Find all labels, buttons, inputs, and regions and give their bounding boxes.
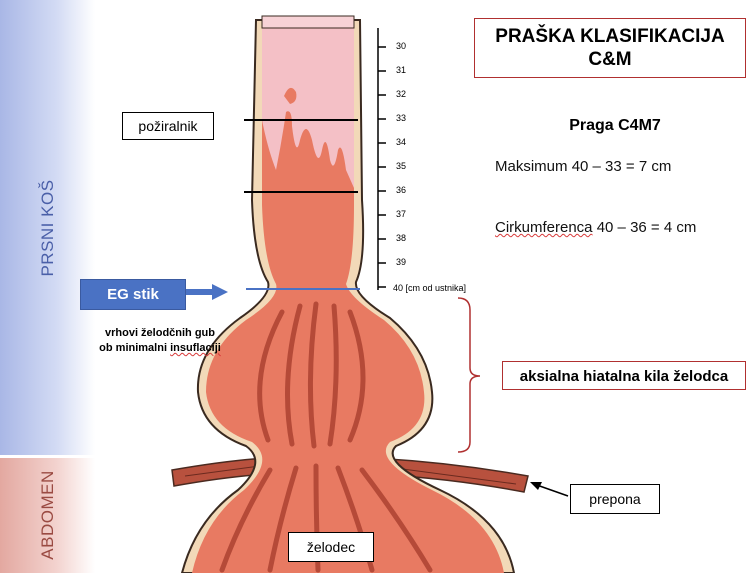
scale-tick-label: 33 xyxy=(396,113,406,123)
title-line-2: C&M xyxy=(475,48,745,71)
scale-tick-label: 31 xyxy=(396,65,406,75)
scale-tick-label: 37 xyxy=(396,209,406,219)
diaphragm-arrow xyxy=(530,482,568,496)
scale-tick-label: 32 xyxy=(396,89,406,99)
circumference-value: 40 – 36 = 4 cm xyxy=(597,219,697,236)
stomach-label: želodec xyxy=(288,532,374,562)
note-line-1: vrhovi želodčnih gub xyxy=(75,326,245,341)
hernia-label: aksialna hiatalna kila želodca xyxy=(502,361,746,390)
gastric-mucosa xyxy=(192,200,504,573)
diaphragm-label: prepona xyxy=(570,484,660,514)
scale-tick-label: 35 xyxy=(396,161,406,171)
scale-tick-label: 30 xyxy=(396,41,406,51)
circumference-measurement: Cirkumferenca 40 – 36 = 4 cm xyxy=(495,219,696,236)
classification-title-box: PRAŠKA KLASIFIKACIJA C&M xyxy=(474,18,746,78)
note-line-2: ob minimalni insuflaciji xyxy=(75,341,245,356)
title-line-1: PRAŠKA KLASIFIKACIJA xyxy=(475,25,745,48)
scale-tick-label: 36 xyxy=(396,185,406,195)
eg-arrow xyxy=(186,284,228,300)
maximum-measurement: Maksimum 40 – 33 = 7 cm xyxy=(495,158,671,175)
hernia-bracket xyxy=(458,298,480,452)
maximum-value: 40 – 33 = 7 cm xyxy=(572,158,672,175)
scale-tick-label: 38 xyxy=(396,233,406,243)
prague-score: Praga C4M7 xyxy=(520,117,710,135)
eg-junction-label: EG stik xyxy=(80,279,186,310)
scale-last-tick-label: 40 [cm od ustnika] xyxy=(393,283,466,293)
esophagus-label: požiralnik xyxy=(122,112,214,140)
maximum-label: Maksimum xyxy=(495,158,568,175)
circumference-label: Cirkumferenca xyxy=(495,219,593,236)
scale-tick-label: 34 xyxy=(396,137,406,147)
fold-tops-note: vrhovi želodčnih gub ob minimalni insufl… xyxy=(75,326,245,356)
cm-scale xyxy=(378,28,386,290)
scale-tick-label: 39 xyxy=(396,257,406,267)
